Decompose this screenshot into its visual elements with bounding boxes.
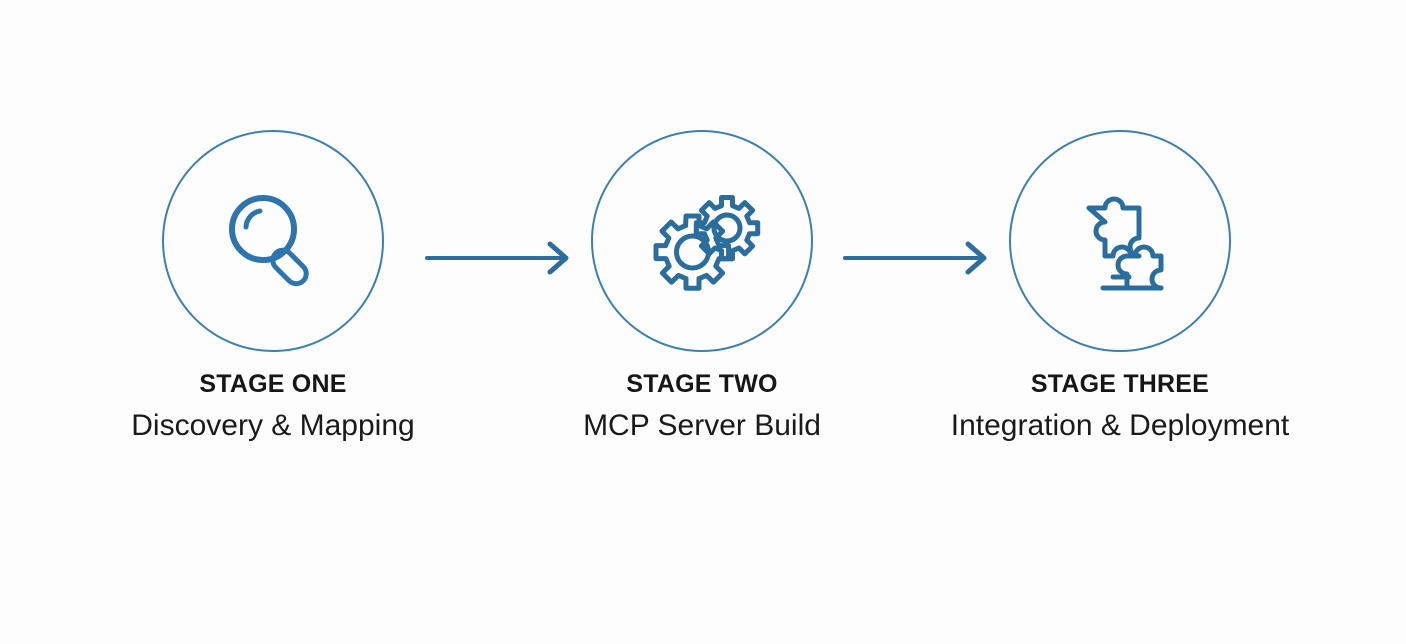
stage-two: STAGE TWO MCP Server Build xyxy=(522,130,882,441)
stage-two-icon-circle xyxy=(591,130,813,352)
stage-one-labels: STAGE ONE Discovery & Mapping xyxy=(131,372,414,441)
stage-three-labels: STAGE THREE Integration & Deployment xyxy=(951,372,1290,441)
stage-one-title: STAGE ONE xyxy=(199,370,347,398)
connector-arrow-two xyxy=(843,240,993,276)
stage-three-title: STAGE THREE xyxy=(1030,370,1210,398)
stage-two-subtitle: MCP Server Build xyxy=(583,409,821,442)
magnifying-glass-icon xyxy=(213,181,333,301)
stage-three-subtitle: Integration & Deployment xyxy=(950,409,1290,442)
connector-arrow-one xyxy=(425,240,575,276)
puzzle-pieces-icon xyxy=(1055,176,1185,306)
gears-icon xyxy=(637,176,767,306)
stage-two-labels: STAGE TWO MCP Server Build xyxy=(583,372,821,441)
stage-two-title: STAGE TWO xyxy=(626,370,778,398)
stage-one: STAGE ONE Discovery & Mapping xyxy=(93,130,453,441)
stage-one-subtitle: Discovery & Mapping xyxy=(131,409,415,442)
stage-three-icon-circle xyxy=(1009,130,1231,352)
stage-three: STAGE THREE Integration & Deployment xyxy=(940,130,1300,441)
stage-one-icon-circle xyxy=(162,130,384,352)
